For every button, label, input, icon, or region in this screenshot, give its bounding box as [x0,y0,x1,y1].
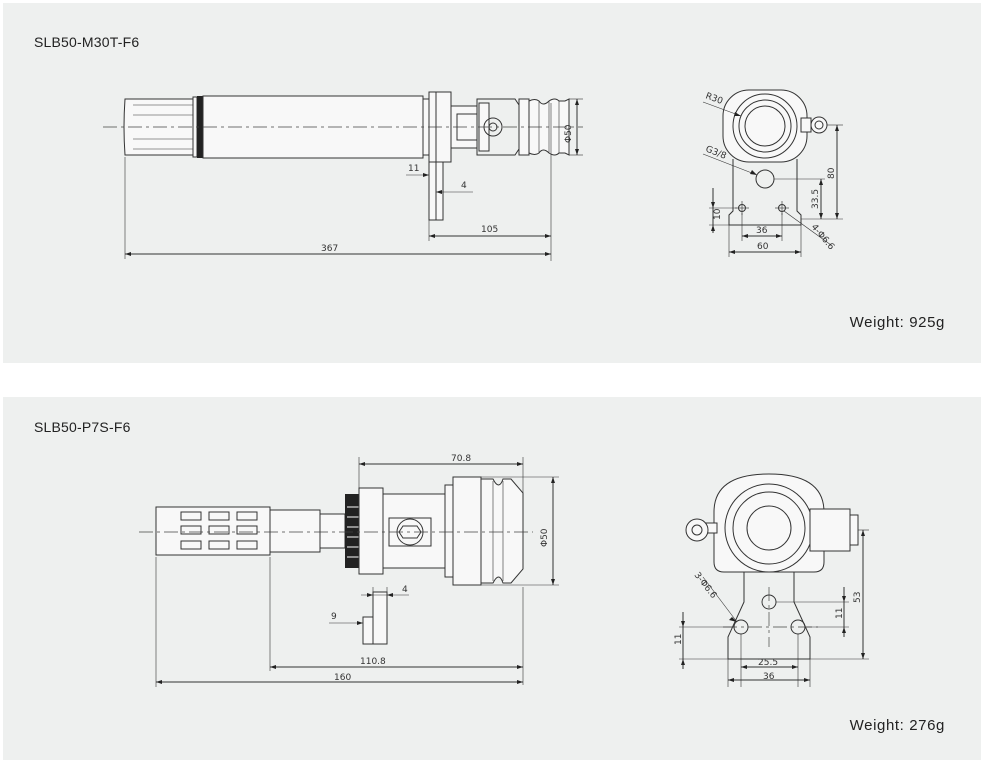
end-view-drawing: 3-Φ6.6 11 11 53 25.5 36 [674,473,869,687]
weight-label: Weight: 276g [849,717,945,734]
dim-9: 9 [331,612,337,622]
dim-phi50: Φ50 [540,528,550,547]
dim-367: 367 [321,244,338,254]
model-title: SLB50-M30T-F6 [34,34,140,50]
panel-slb50-p7s-f6: SLB50-P7S-F6 Weight: 276g [3,397,981,760]
dim-36: 36 [756,226,768,236]
dim-110-8: 110.8 [360,657,386,667]
dim-25-5: 25.5 [758,658,778,668]
dim-holes: 4-Φ6.6 [809,223,836,253]
dim-80: 80 [827,167,837,179]
dim-70-8: 70.8 [451,454,471,464]
dim-11: 11 [408,164,419,174]
dim-11-left: 11 [674,634,684,645]
dim-11-right: 11 [835,608,845,619]
dim-phi50: Φ50 [564,124,574,143]
end-view-drawing: R30 G3/8 80 33.5 4-Φ6.6 10 36 [702,89,843,257]
side-view-drawing: Φ50 11 4 105 367 [103,91,583,261]
dim-60: 60 [757,242,769,252]
dim-g38: G3/8 [704,145,728,162]
dim-105: 105 [481,225,498,235]
dim-4: 4 [461,181,467,191]
panel-slb50-m30t-f6: SLB50-M30T-F6 Weight: 925g [3,3,981,363]
weight-label: Weight: 925g [849,314,945,331]
dim-160: 160 [334,673,351,683]
model-title: SLB50-P7S-F6 [34,419,131,435]
dim-10: 10 [713,208,723,220]
dim-r30: R30 [704,91,724,107]
dim-4: 4 [402,585,408,595]
dim-holes: 3-Φ6.6 [692,571,719,601]
dim-33-5: 33.5 [811,189,821,209]
dim-36: 36 [763,672,775,682]
side-view-drawing: 70.8 Φ50 4 9 110.8 160 [139,454,559,687]
dim-53: 53 [853,592,863,603]
